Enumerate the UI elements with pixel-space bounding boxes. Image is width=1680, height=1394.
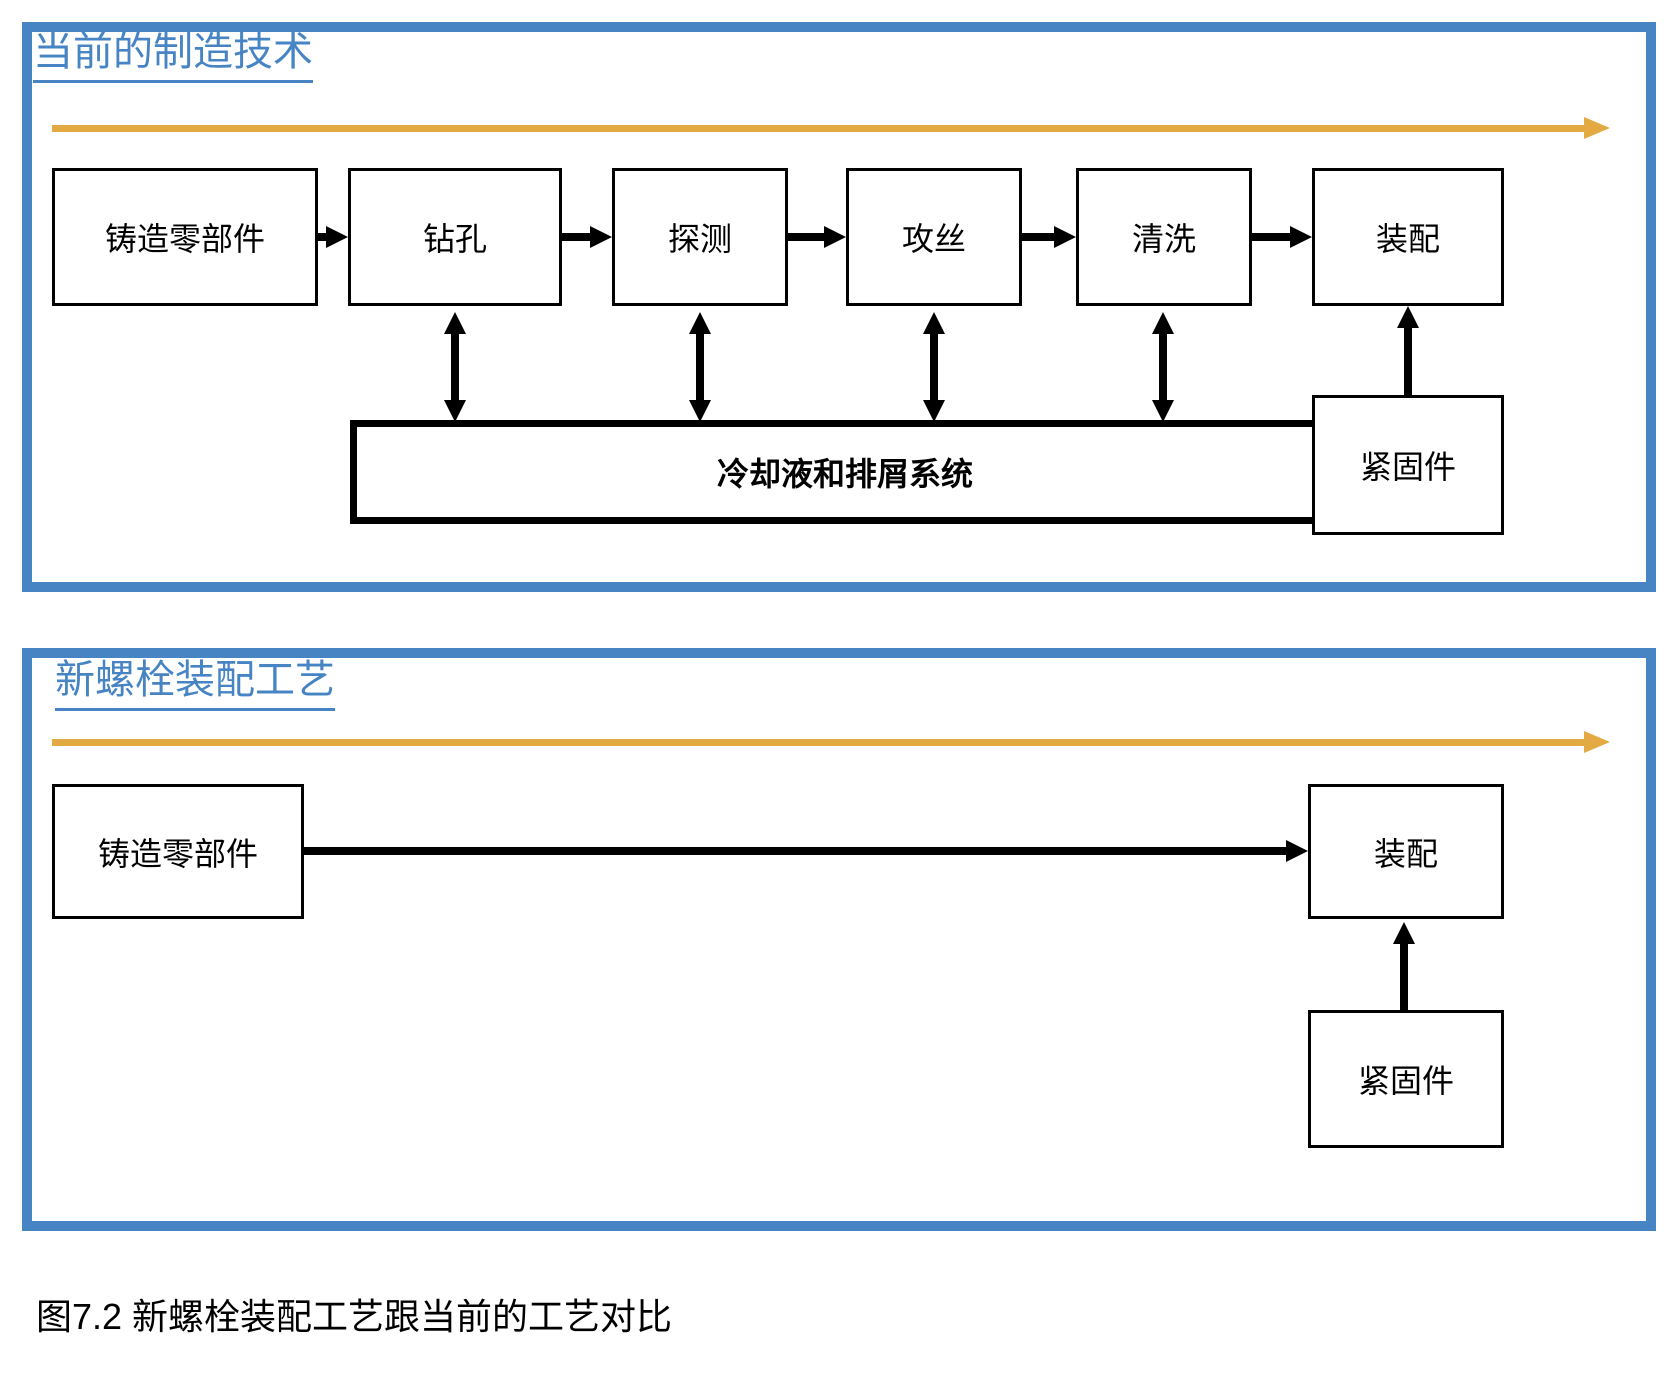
arrow-shaft xyxy=(562,233,594,241)
arrow-shaft xyxy=(696,330,704,404)
connector-arrow-casting-to-assembly-new xyxy=(304,840,1308,862)
process-box-label: 攻丝 xyxy=(901,221,966,257)
figure-caption: 图7.2 新螺栓装配工艺跟当前的工艺对比 xyxy=(36,1296,673,1337)
arrow-shaft xyxy=(1252,233,1294,241)
arrow-shaft xyxy=(1404,324,1412,396)
process-box-assembly-current[interactable]: 装配 xyxy=(1312,168,1504,306)
connector-arrow-fasteners-to-assembly-current xyxy=(1397,306,1419,396)
process-box-probing[interactable]: 探测 xyxy=(612,168,788,306)
process-box-label: 装配 xyxy=(1375,221,1440,257)
connector-arrow-casting-to-drilling xyxy=(318,226,348,248)
arrow-shaft xyxy=(788,233,828,241)
flow-arrow-head-icon xyxy=(1584,117,1610,139)
process-box-label: 钻孔 xyxy=(422,221,487,257)
arrow-shaft xyxy=(451,330,459,404)
bidirectional-arrow-drilling-coolant xyxy=(444,312,466,422)
arrow-head-icon xyxy=(824,226,846,248)
arrow-shaft xyxy=(1400,940,1408,1012)
process-box-cleaning[interactable]: 清洗 xyxy=(1076,168,1252,306)
arrow-head-down-icon xyxy=(923,400,945,422)
connector-arrow-cleaning-to-assembly xyxy=(1252,226,1312,248)
input-box-fasteners-current[interactable]: 紧固件 xyxy=(1312,395,1504,535)
bidirectional-arrow-tapping-coolant xyxy=(923,312,945,422)
connector-arrow-probing-to-tapping xyxy=(788,226,846,248)
panel-new-title: 新螺栓装配工艺 xyxy=(55,660,335,711)
arrow-head-icon xyxy=(1054,226,1076,248)
arrow-head-up-icon xyxy=(1393,922,1415,944)
flow-arrow-bar xyxy=(52,125,1584,132)
connector-arrow-fasteners-to-assembly-new xyxy=(1393,922,1415,1012)
arrow-shaft xyxy=(1159,330,1167,404)
process-box-label: 铸造零部件 xyxy=(97,835,258,872)
process-box-casting-new[interactable]: 铸造零部件 xyxy=(52,784,304,919)
input-box-label: 紧固件 xyxy=(1357,1063,1454,1099)
flow-direction-arrow-new xyxy=(52,731,1610,753)
arrow-head-icon xyxy=(326,226,348,248)
input-box-label: 紧固件 xyxy=(1359,449,1456,485)
support-system-box-coolant[interactable]: 冷却液和排屑系统 xyxy=(350,420,1340,524)
arrow-head-icon xyxy=(590,226,612,248)
process-box-casting-current[interactable]: 铸造零部件 xyxy=(52,168,318,306)
bidirectional-arrow-probing-coolant xyxy=(689,312,711,422)
arrow-head-down-icon xyxy=(1152,400,1174,422)
input-box-fasteners-new[interactable]: 紧固件 xyxy=(1308,1010,1504,1148)
bidirectional-arrow-cleaning-coolant xyxy=(1152,312,1174,422)
flow-direction-arrow-current xyxy=(52,117,1610,139)
arrow-head-icon xyxy=(1286,840,1308,862)
arrow-head-up-icon xyxy=(1397,306,1419,328)
arrow-shaft xyxy=(304,847,1286,855)
support-system-label: 冷却液和排屑系统 xyxy=(716,456,973,492)
arrow-shaft xyxy=(318,233,332,241)
flow-arrow-head-icon xyxy=(1584,731,1610,753)
process-box-label: 探测 xyxy=(667,221,732,257)
arrow-head-down-icon xyxy=(444,400,466,422)
panel-current-title: 当前的制造技术 xyxy=(33,32,313,83)
process-box-tapping[interactable]: 攻丝 xyxy=(846,168,1022,306)
arrow-head-icon xyxy=(1290,226,1312,248)
process-box-label: 铸造零部件 xyxy=(104,221,265,257)
process-box-label: 装配 xyxy=(1373,835,1438,872)
arrow-head-up-icon xyxy=(689,312,711,334)
connector-arrow-drilling-to-probing xyxy=(562,226,612,248)
arrow-head-up-icon xyxy=(444,312,466,334)
arrow-head-up-icon xyxy=(1152,312,1174,334)
connector-arrow-tapping-to-cleaning xyxy=(1022,226,1076,248)
process-box-assembly-new[interactable]: 装配 xyxy=(1308,784,1504,919)
process-box-drilling[interactable]: 钻孔 xyxy=(348,168,562,306)
arrow-shaft xyxy=(1022,233,1058,241)
process-box-label: 清洗 xyxy=(1131,221,1196,257)
arrow-head-up-icon xyxy=(923,312,945,334)
arrow-shaft xyxy=(930,330,938,404)
arrow-head-down-icon xyxy=(689,400,711,422)
flow-arrow-bar xyxy=(52,739,1584,746)
